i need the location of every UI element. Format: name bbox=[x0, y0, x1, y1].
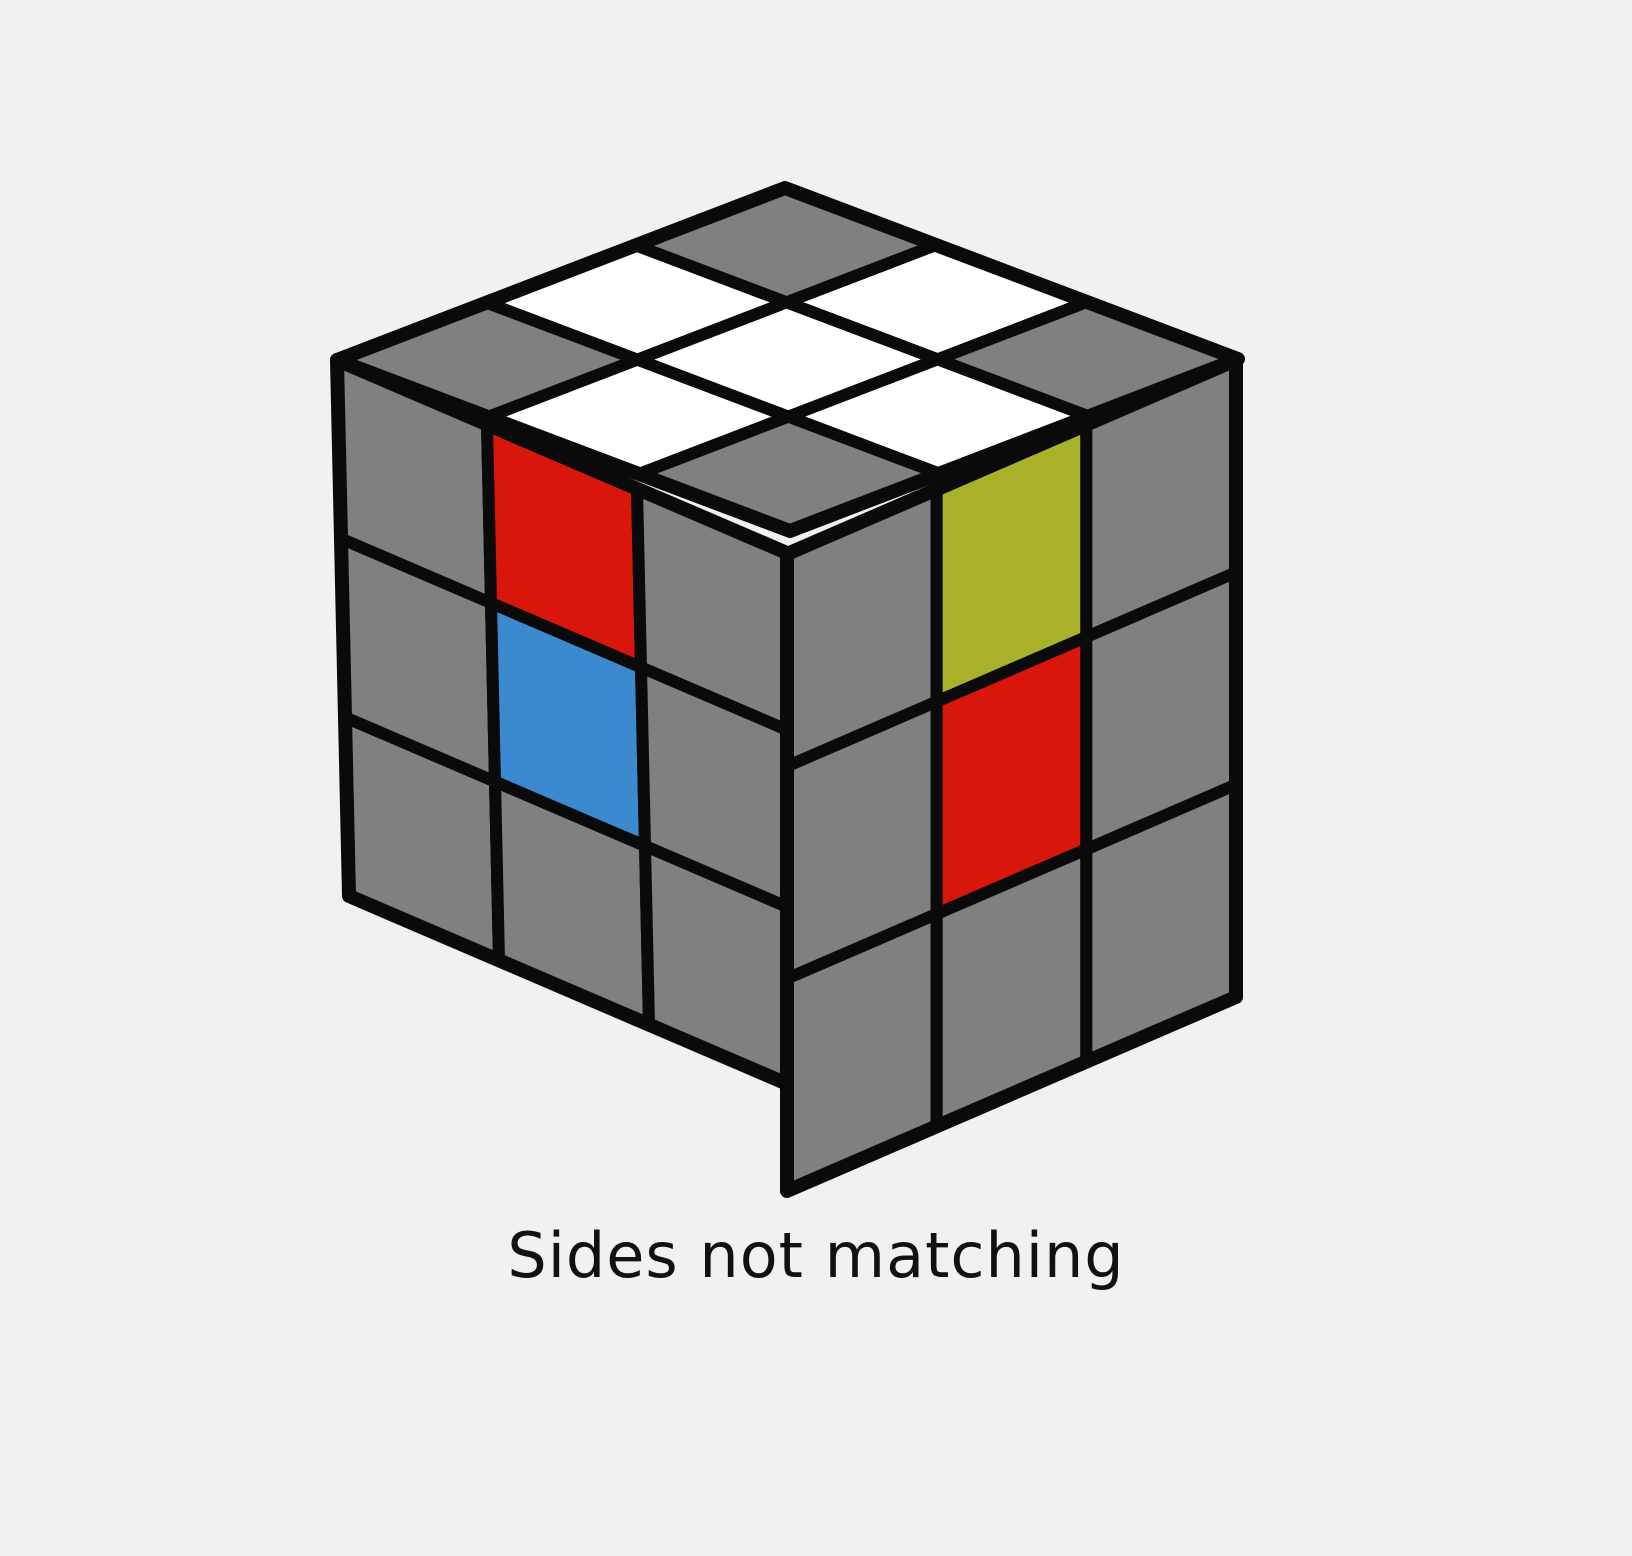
caption: Sides not matching bbox=[507, 1219, 1125, 1292]
cube-right-face bbox=[780, 353, 1243, 1198]
cube-left-face bbox=[330, 353, 806, 1096]
face-outline-right bbox=[780, 353, 1243, 1198]
face-outline-top bbox=[330, 181, 1245, 538]
